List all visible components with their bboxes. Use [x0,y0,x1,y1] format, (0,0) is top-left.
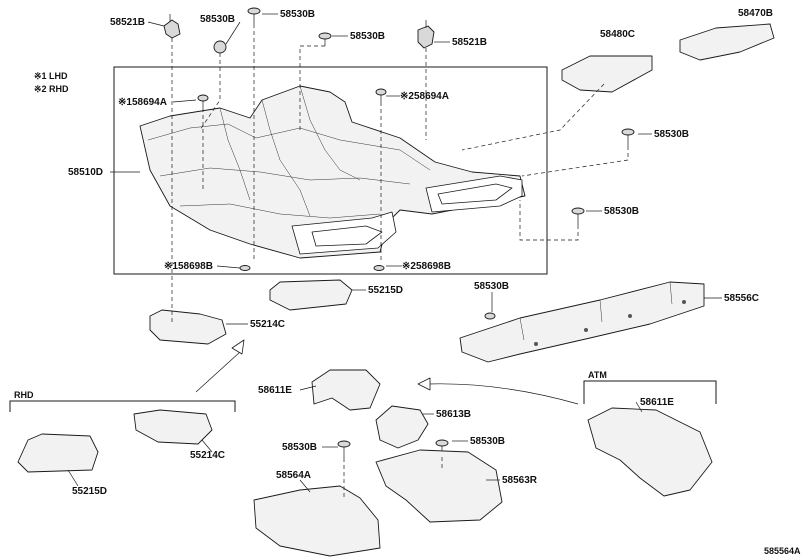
fastener-58530b-e [571,207,585,225]
mat-58470b [679,23,775,61]
floor-carpet-58510d [139,85,526,259]
fastener-58698b-lhd [239,265,251,271]
label-58530b-a: 58530B [200,14,235,25]
label-58530b-f: 58530B [474,281,509,292]
clip-58521b-left [163,14,181,39]
tray-55215d-bottom [17,433,99,473]
label-58530b-d: 58530B [654,129,689,140]
group-label-rhd: RHD [14,390,34,400]
group-label-atm: ATM [588,370,607,380]
mat-58480c [561,55,653,93]
label-58564a: 58564A [276,470,311,481]
label-58611e-right: 58611E [640,397,674,408]
label-58698b-lhd: ※158698B [164,261,213,272]
carpet-58564a [253,485,381,557]
label-58556c: 58556C [724,293,759,304]
figure-id: 585564A [764,546,801,556]
label-58698b-rhd: ※258698B [402,261,451,272]
label-55215d-top: 55215D [368,285,403,296]
label-58694a-lhd: ※158694A [118,97,167,108]
label-58694a-rhd: ※258694A [400,91,449,102]
tray-55214c-top [149,309,227,345]
tray-55215d-top [269,279,353,311]
label-58530b-e: 58530B [604,206,639,217]
label-58563r: 58563R [502,475,538,486]
insulator-58611e-left [311,369,381,411]
label-58470b: 58470B [738,8,773,19]
label-58530b-b: 58530B [280,9,315,20]
console-58556c [459,281,705,363]
floor-carpet-group-box [113,66,548,275]
label-55215d-bottom: 55215D [72,486,107,497]
carpet-58563r [375,449,503,523]
fastener-58694a-lhd [197,94,209,108]
fastener-58694a-rhd [375,88,387,102]
label-58510d: 58510D [68,167,103,178]
fastener-58530b-a [213,40,227,54]
fastener-58530b-b [247,7,261,24]
label-58530b-c: 58530B [350,31,385,42]
label-58521b-left: 58521B [110,17,145,28]
fastener-58530b-f [484,312,496,320]
rhd-bracket [9,400,236,412]
label-58521b-right: 58521B [452,37,487,48]
fastener-58530b-g [337,440,351,458]
clip-58521b-right [417,20,435,49]
note-rhd: ※2 RHD [34,84,69,94]
label-55214c-top: 55214C [250,319,285,330]
label-58480c: 58480C [600,29,635,40]
note-lhd: ※1 LHD [34,71,68,81]
floor-carpet-body [139,85,526,259]
label-55214c-bottom: 55214C [190,450,225,461]
label-58613b: 58613B [436,409,471,420]
fastener-58698b-rhd [373,265,385,271]
tray-55214c-bottom [133,409,213,445]
arrow-55214c-up [195,351,241,393]
label-58611e-left: 58611E [258,385,292,396]
atm-bracket [583,380,717,404]
fastener-58530b-d [621,128,635,146]
label-58530b-h: 58530B [470,436,505,447]
label-58530b-g: 58530B [282,442,317,453]
insulator-58611e-right [587,407,713,497]
fastener-58530b-c [318,32,332,46]
arrow-console-left [427,383,579,405]
insulator-58613b [375,405,429,449]
